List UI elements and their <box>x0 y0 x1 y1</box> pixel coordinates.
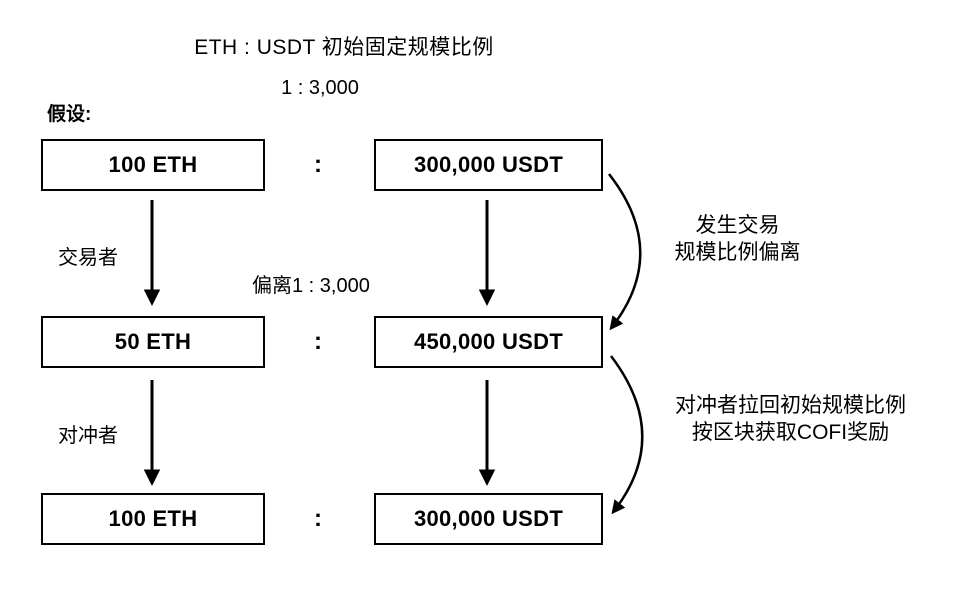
ratio-colon: : <box>314 328 322 355</box>
diagram-title: ETH : USDT 初始固定规模比例 <box>194 36 494 59</box>
assumption-label: 假设: <box>47 104 92 125</box>
hedge-annotation-line1: 对冲者拉回初始规模比例 <box>675 394 906 417</box>
eth-box-initial: 100 ETH <box>41 139 265 191</box>
usdt-box-initial: 300,000 USDT <box>374 139 603 191</box>
hedge-annotation-line2: 按区块获取COFI奖励 <box>691 420 890 444</box>
trade-annotation-line1: 发生交易 <box>695 214 780 237</box>
eth-box-restored: 100 ETH <box>41 493 265 545</box>
initial-ratio-value: 1 : 3,000 <box>281 77 359 99</box>
hedger-label: 对冲者 <box>58 425 118 447</box>
ratio-colon: : <box>314 505 322 532</box>
curved-arrow-trade-deviation <box>608 173 642 331</box>
deviation-ratio-label: 偏离1 : 3,000 <box>252 275 370 297</box>
trade-annotation-line2: 规模比例偏离 <box>674 240 801 264</box>
ratio-colon: : <box>314 151 322 178</box>
trader-label: 交易者 <box>58 247 118 269</box>
usdt-box-deviated: 450,000 USDT <box>374 316 603 368</box>
hedge-annotation: 对冲者拉回初始规模比例 按区块获取COFI奖励 <box>623 393 958 447</box>
trade-annotation: 发生交易 规模比例偏离 <box>640 213 835 267</box>
usdt-box-restored: 300,000 USDT <box>374 493 603 545</box>
eth-box-deviated: 50 ETH <box>41 316 265 368</box>
